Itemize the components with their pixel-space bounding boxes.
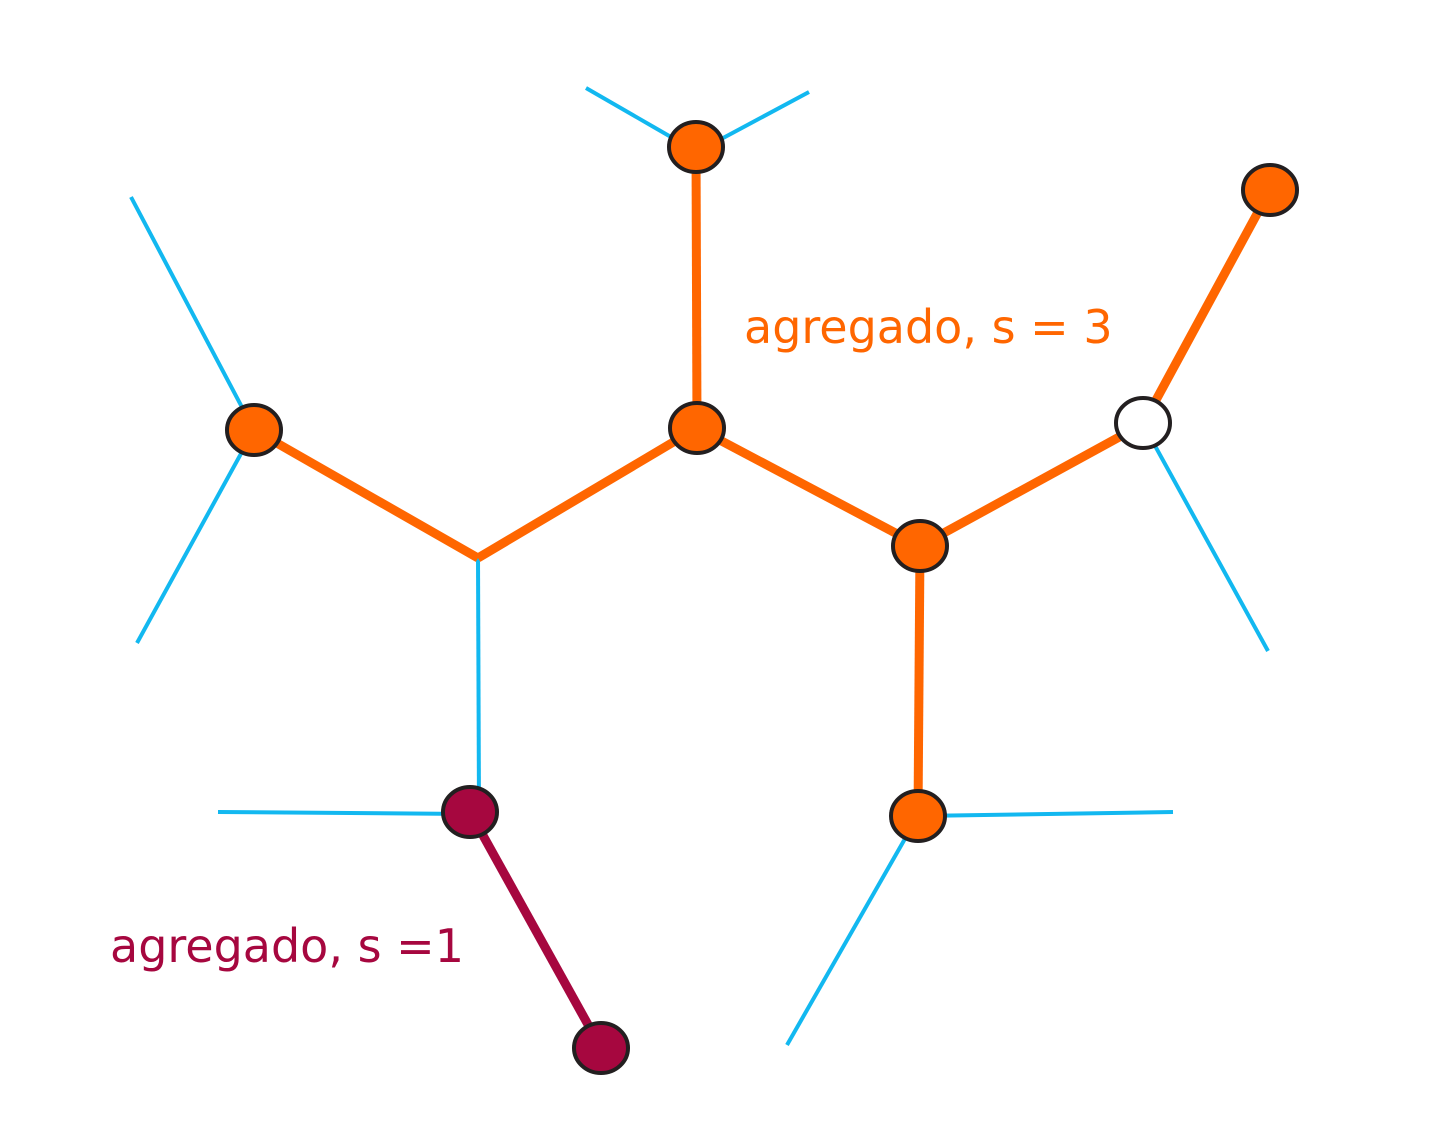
cluster-node: [1241, 163, 1299, 217]
cluster-node: [225, 403, 283, 457]
cluster-node: [572, 1021, 630, 1075]
lattice-edge: [917, 810, 1174, 818]
large-cluster-edges: [251, 146, 1274, 817]
lattice-edge: [785, 815, 920, 1046]
cluster-node: [889, 789, 947, 843]
lattice-edge: [217, 810, 471, 816]
cluster-edge: [251, 426, 481, 562]
empty-nodes: [1114, 396, 1172, 450]
cluster-node: [441, 785, 499, 839]
large-cluster-label: agregado, s = 3: [744, 300, 1113, 354]
large-cluster-nodes: [225, 120, 1299, 843]
lattice-edges: [129, 86, 1270, 1046]
cluster-node: [667, 120, 725, 174]
cluster-edge: [1139, 187, 1274, 427]
cluster-edge: [917, 420, 1146, 550]
small-cluster-edges: [466, 809, 605, 1051]
cluster-edge: [466, 809, 605, 1051]
cluster-node: [891, 519, 949, 573]
cluster-edge: [691, 146, 702, 429]
lattice-edge: [129, 196, 256, 431]
cluster-edge: [913, 545, 925, 817]
cluster-node: [668, 401, 726, 455]
small-cluster-label: agregado, s =1: [110, 919, 464, 973]
lattice-edge: [1141, 423, 1270, 652]
lattice-edge: [476, 557, 481, 813]
small-cluster-nodes: [441, 785, 630, 1075]
cluster-edge: [694, 424, 923, 550]
lattice-edge: [135, 429, 256, 644]
cluster-edge: [475, 424, 700, 562]
empty-node: [1114, 396, 1172, 450]
